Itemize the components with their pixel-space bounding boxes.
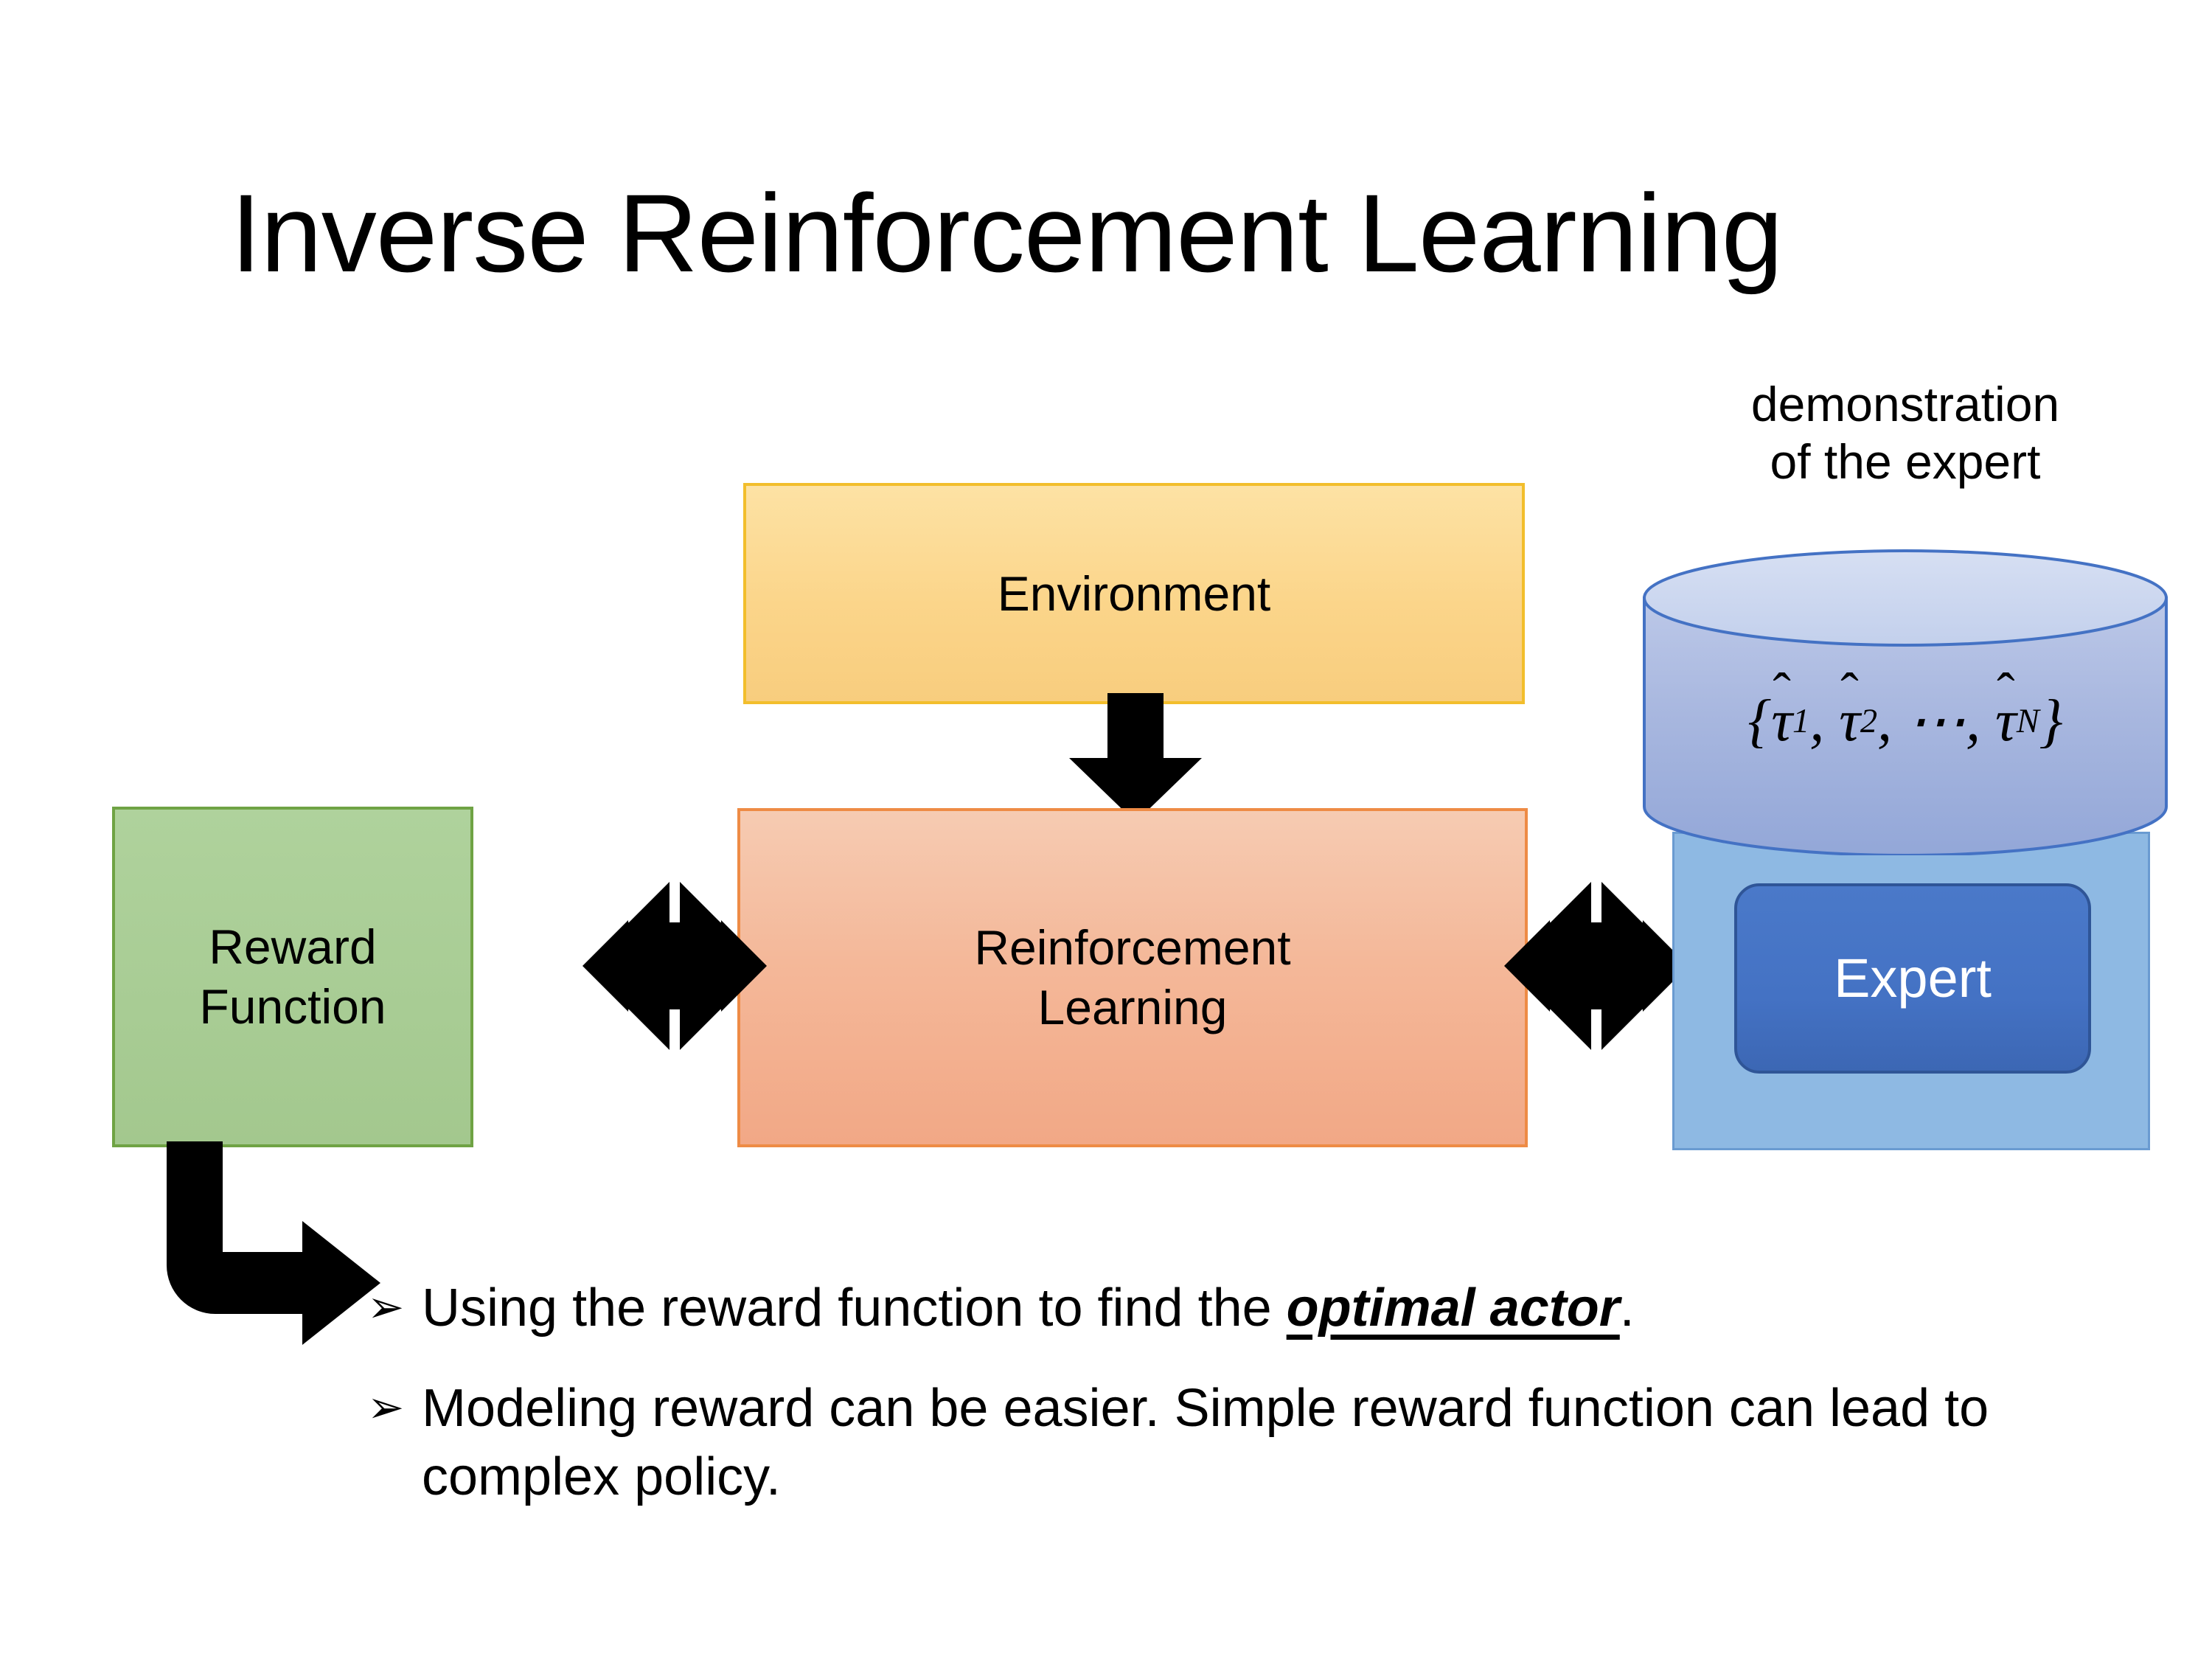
environment-box[interactable]: Environment [743,483,1525,704]
formula-separator-1: , [1809,688,1825,754]
bullet-1-text: Using the reward function to find the op… [422,1274,2063,1343]
formula-term-1-symbol: τ [1771,688,1792,754]
page-title: Inverse Reinforcement Learning [230,171,1784,295]
formula-separator-2: , [1877,688,1893,754]
bullet-1-emphasis: optimal actor [1286,1279,1620,1338]
reinforcement-learning-box[interactable]: Reinforcement Learning [737,808,1528,1147]
demonstration-caption: demonstration of the expert [1643,376,2168,491]
environment-box-label: Environment [997,566,1271,621]
expert-box[interactable]: Expert [1734,883,2091,1074]
formula-ellipsis: ⋯ [1907,689,1966,754]
arrow-down-icon [1069,693,1202,822]
list-item: ➢ Using the reward function to find the … [367,1274,2063,1343]
bullet-2-text: Modeling reward can be easier. Simple re… [422,1374,2063,1512]
demonstration-caption-line-1: demonstration [1750,377,2060,431]
reward-label-line-2: Function [199,979,386,1034]
bullet-1-prefix: Using the reward function to find the [422,1279,1287,1338]
bullet-arrow-icon: ➢ [367,1382,405,1432]
bullet-2-prefix: Modeling reward can be easier. Simple re… [422,1378,1989,1507]
formula-separator-3: , [1966,688,1981,754]
formula-term-1: ̂τ [1771,688,1792,755]
reward-function-box-label: Reward Function [199,917,386,1036]
rl-label-line-2: Learning [1037,980,1228,1034]
formula-term-1-subscript: 1 [1792,702,1810,740]
formula-term-2-symbol: τ [1839,688,1860,754]
reward-function-box[interactable]: Reward Function [112,807,473,1147]
formula-term-3-symbol: τ [1995,688,2017,754]
quad-double-arrow-icon-left [582,877,767,1055]
demonstration-caption-line-2: of the expert [1770,434,2041,489]
demonstration-set-formula: { ̂τ1, ̂τ2, ⋯, ̂τN} [1643,677,2168,765]
expert-box-label: Expert [1834,947,1992,1009]
list-item: ➢ Modeling reward can be easier. Simple … [367,1374,2063,1512]
formula-term-2: ̂τ [1839,688,1860,755]
reinforcement-learning-box-label: Reinforcement Learning [974,918,1290,1037]
reward-label-line-1: Reward [209,919,377,975]
bullet-arrow-icon: ➢ [367,1282,405,1332]
bullet-list: ➢ Using the reward function to find the … [367,1274,2063,1512]
formula-close-brace: } [2039,688,2063,754]
demonstration-cylinder[interactable] [1643,549,2168,855]
rl-label-line-1: Reinforcement [974,920,1291,975]
elbow-arrow-icon [167,1141,380,1345]
bullet-1-suffix: . [1619,1279,1635,1338]
quad-double-arrow-icon-right [1504,877,1688,1055]
formula-open-brace: { [1747,688,1772,754]
formula-term-2-subscript: 2 [1860,702,1878,740]
formula-term-3: ̂τ [1995,688,2017,755]
formula-term-3-subscript: N [2016,702,2039,740]
